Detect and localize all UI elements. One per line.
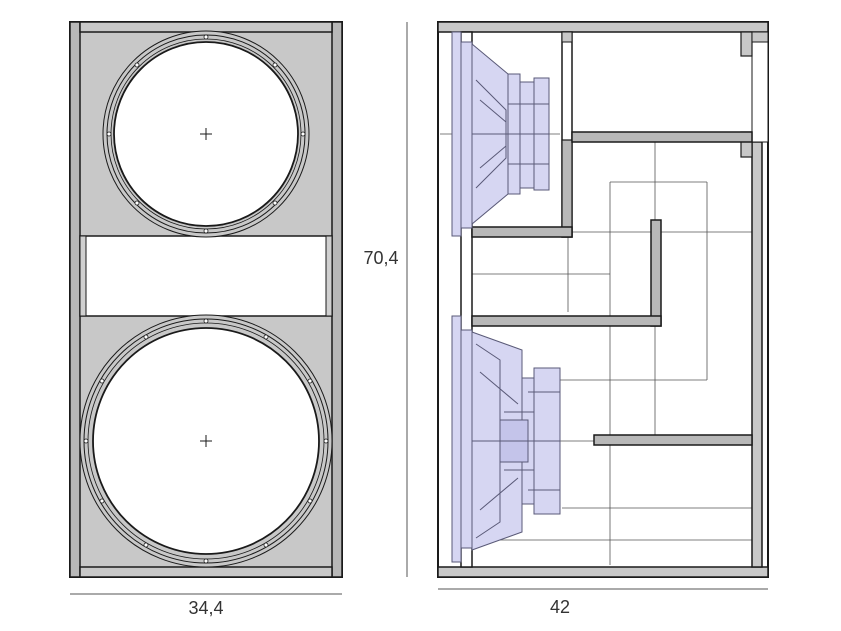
front-width-dimension: 34,4 bbox=[70, 593, 342, 618]
side-front-baffle bbox=[460, 31, 473, 568]
port-horizontal-wall bbox=[471, 315, 662, 327]
side-top-board bbox=[437, 21, 769, 33]
height-dimension: 70,4 bbox=[363, 22, 408, 577]
side-lower-driver bbox=[451, 315, 561, 563]
side-upper-driver bbox=[451, 31, 550, 237]
side-depth-label: 42 bbox=[550, 597, 570, 617]
height-label: 70,4 bbox=[363, 248, 398, 268]
port-vertical-wall bbox=[650, 219, 662, 327]
side-depth-dimension: 42 bbox=[438, 588, 768, 617]
upper-chamber-vertical-wall-shade bbox=[561, 139, 573, 238]
lower-driver-center-mark bbox=[200, 435, 212, 447]
front-port-opening bbox=[79, 235, 333, 317]
side-rear-bracket bbox=[740, 31, 753, 57]
front-width-label: 34,4 bbox=[188, 598, 223, 618]
side-view bbox=[437, 21, 769, 578]
front-view bbox=[69, 21, 343, 578]
upper-shelf bbox=[571, 131, 753, 143]
front-bottom-board bbox=[79, 566, 333, 578]
front-lower-driver bbox=[79, 314, 333, 568]
side-rear-top-cap bbox=[751, 31, 769, 43]
upper-chamber-floor bbox=[471, 226, 573, 238]
side-bottom-board bbox=[437, 566, 769, 578]
front-right-side-board bbox=[331, 21, 343, 578]
front-left-side-board bbox=[69, 21, 81, 578]
side-rear-port-strip bbox=[751, 41, 769, 143]
lower-shelf bbox=[593, 434, 753, 446]
front-upper-driver bbox=[102, 30, 310, 238]
side-rear-board bbox=[751, 141, 763, 568]
upper-chamber-top-tab bbox=[561, 31, 573, 43]
upper-driver-center-mark bbox=[200, 128, 212, 140]
